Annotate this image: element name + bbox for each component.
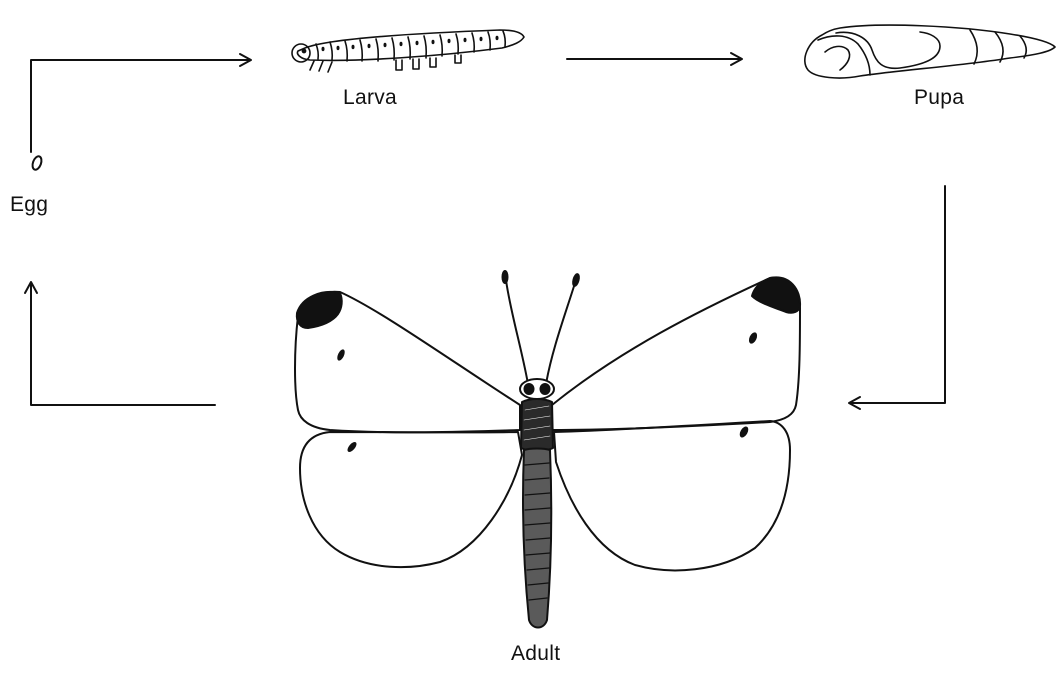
butterfly-abdomen — [523, 449, 551, 628]
arrow-pupa-to-adult — [849, 186, 945, 409]
stage-label-egg: Egg — [10, 193, 48, 217]
right-hindwing — [554, 421, 790, 570]
left-hindwing — [300, 432, 522, 567]
larva-segments — [316, 31, 505, 61]
larva-icon — [292, 30, 524, 72]
arrow-adult-to-egg — [25, 282, 215, 405]
stage-label-pupa: Pupa — [914, 86, 964, 110]
butterfly-head — [520, 379, 554, 399]
left-wingtip-patch — [297, 292, 342, 328]
pupa-icon — [805, 25, 1055, 78]
egg-icon — [31, 155, 43, 171]
arrow-egg-to-larva — [31, 54, 251, 152]
butterfly-thorax — [521, 399, 553, 451]
arrow-larva-to-pupa — [567, 53, 742, 65]
stage-label-larva: Larva — [343, 86, 397, 110]
butterfly-icon — [295, 271, 800, 628]
stage-label-adult: Adult — [511, 642, 560, 666]
butterfly-antennae — [503, 271, 580, 384]
